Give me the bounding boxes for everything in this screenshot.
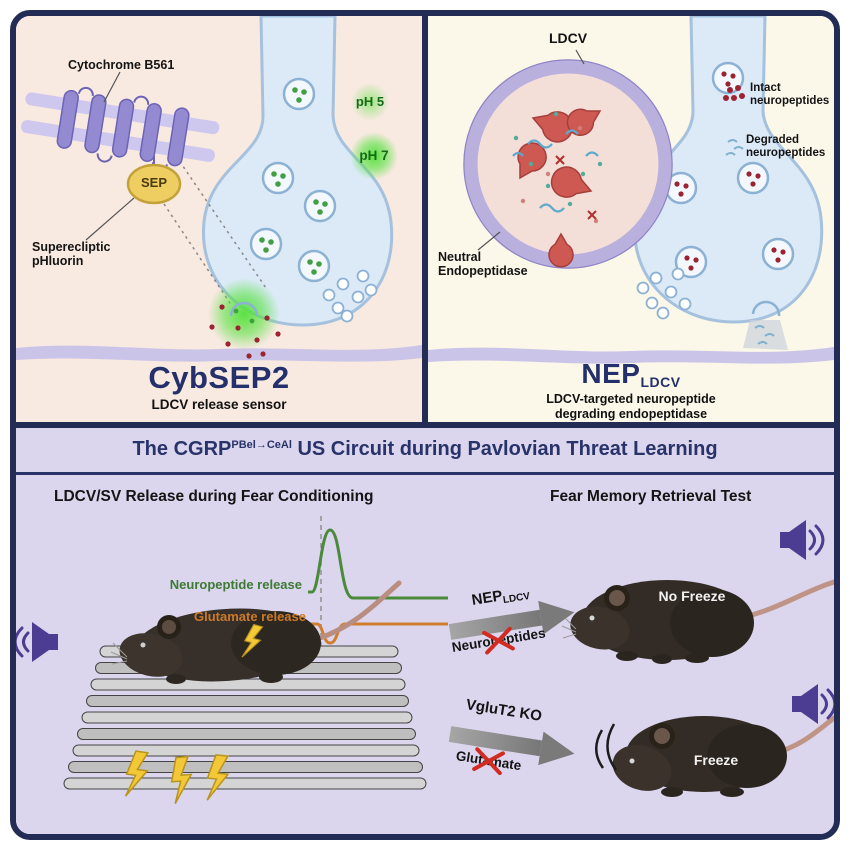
- mouse-tail: [308, 580, 402, 644]
- blue-dash-icon: [725, 139, 744, 156]
- small-synaptic-vesicles: [636, 267, 692, 320]
- speaker-icon: [16, 622, 58, 662]
- no-freeze-mouse: [561, 579, 834, 664]
- no-freeze-label: No Freeze: [658, 588, 726, 604]
- right-section-header: Fear Memory Retrieval Test: [550, 488, 752, 505]
- mouse-whiskers: [110, 642, 128, 665]
- mouse-eye: [589, 615, 595, 621]
- ldcv-contents: [512, 111, 603, 224]
- dashed-leader-line: [163, 203, 233, 307]
- leader-line: [477, 231, 501, 251]
- ph7-glow: [350, 132, 398, 180]
- mouse-whiskers: [561, 617, 577, 639]
- dashed-leader-line: [175, 155, 267, 289]
- lightning-bolt-icon: [124, 623, 264, 804]
- nep-title: NEPLDCV: [581, 358, 681, 390]
- shiver-lines: [606, 723, 618, 771]
- ldcv-vesicles-red: [664, 61, 795, 279]
- circuit-illustration: [16, 516, 834, 804]
- circuit-title-superscript: PBel→CeAl: [231, 439, 292, 451]
- cybsep2-subtitle: LDCV release sensor: [151, 397, 287, 412]
- cytochrome-label: Cytochrome B561: [68, 58, 175, 72]
- glutamate-trace-label: Glutamate release: [193, 609, 306, 624]
- ph5-label: pH 5: [355, 94, 385, 109]
- nep-illustration: [428, 16, 834, 364]
- left-section-header: LDCV/SV Release during Fear Conditioning: [54, 488, 374, 505]
- glutamate-crossed-label: Glutamate: [455, 747, 522, 775]
- intact-neuropeptides-label: Intact neuropeptides: [750, 82, 830, 108]
- figure-frame: Cytochrome B561 SEP Superecliptic pHluor…: [10, 10, 840, 840]
- fusing-vesicle: [229, 301, 259, 317]
- ldcv-zoom-circle: [464, 60, 672, 268]
- ph5-glow: [351, 83, 389, 121]
- nep-arrow: [448, 600, 575, 640]
- cybsep2-panel: Cytochrome B561 SEP Superecliptic pHluor…: [16, 16, 428, 422]
- fusing-vesicle: [751, 300, 781, 317]
- leader-line: [103, 71, 121, 103]
- leader-line: [85, 197, 135, 241]
- freeze-mouse: [595, 715, 834, 797]
- shiver-lines: [595, 729, 605, 769]
- neutral-endopeptidase-label: Neutral Endopeptidase: [438, 250, 528, 279]
- red-x-icon: [472, 747, 506, 775]
- cytochrome-membrane: [21, 86, 220, 172]
- degraded-fragments: [754, 325, 775, 345]
- released-neuropeptides: [209, 304, 281, 359]
- ldcv-label: LDCV: [548, 30, 588, 46]
- phluorin-label: Superecliptic pHluorin: [32, 240, 111, 269]
- red-x-icon: [482, 626, 516, 655]
- vglut2-arrow: [448, 726, 575, 766]
- ldcv-outer-edge: [463, 59, 673, 269]
- neuropeptide-trace-label: Neuropeptide release: [169, 577, 302, 592]
- neuropeptides-crossed-label: Neuropeptides: [451, 625, 547, 655]
- freeze-label: Freeze: [693, 752, 739, 768]
- leader-line: [575, 49, 585, 65]
- nep-panel: LDCV Neutral Endopeptidase Intact neurop…: [428, 16, 834, 422]
- red-dots-icon: [723, 85, 745, 101]
- neuropeptide-trace: [308, 528, 448, 600]
- cybsep2-illustration: [16, 16, 422, 362]
- circuit-panel: The CGRPPBel→CeAl US Circuit during Pavl…: [16, 428, 834, 834]
- sep-label: SEP: [140, 175, 167, 190]
- speaker-icon: [792, 684, 834, 724]
- postsynaptic-membrane: [428, 347, 834, 364]
- circuit-title: The CGRPPBel→CeAl US Circuit during Pavl…: [16, 428, 834, 475]
- small-synaptic-vesicles: [322, 269, 378, 323]
- ldcv-vesicles: [249, 77, 337, 283]
- sep-domain: [126, 163, 182, 205]
- ph7-label: pH 7: [359, 148, 389, 163]
- degraded-neuropeptides-label: Degraded neuropeptides: [746, 134, 826, 160]
- speaker-icon: [780, 520, 825, 560]
- postsynaptic-membrane: [16, 345, 422, 362]
- release-glow: [208, 278, 280, 350]
- transmembrane-helices: [56, 89, 190, 167]
- mouse-eye: [140, 642, 146, 648]
- pacman-enzymes: [517, 108, 602, 268]
- nep-subtitle: LDCV-targeted neuropeptide degrading end…: [546, 392, 716, 421]
- conditioning-mouse: [110, 580, 402, 684]
- cybsep2-title: CybSEP2: [148, 360, 290, 395]
- top-row: Cytochrome B561 SEP Superecliptic pHluor…: [16, 16, 834, 428]
- mouse-eye: [629, 758, 635, 764]
